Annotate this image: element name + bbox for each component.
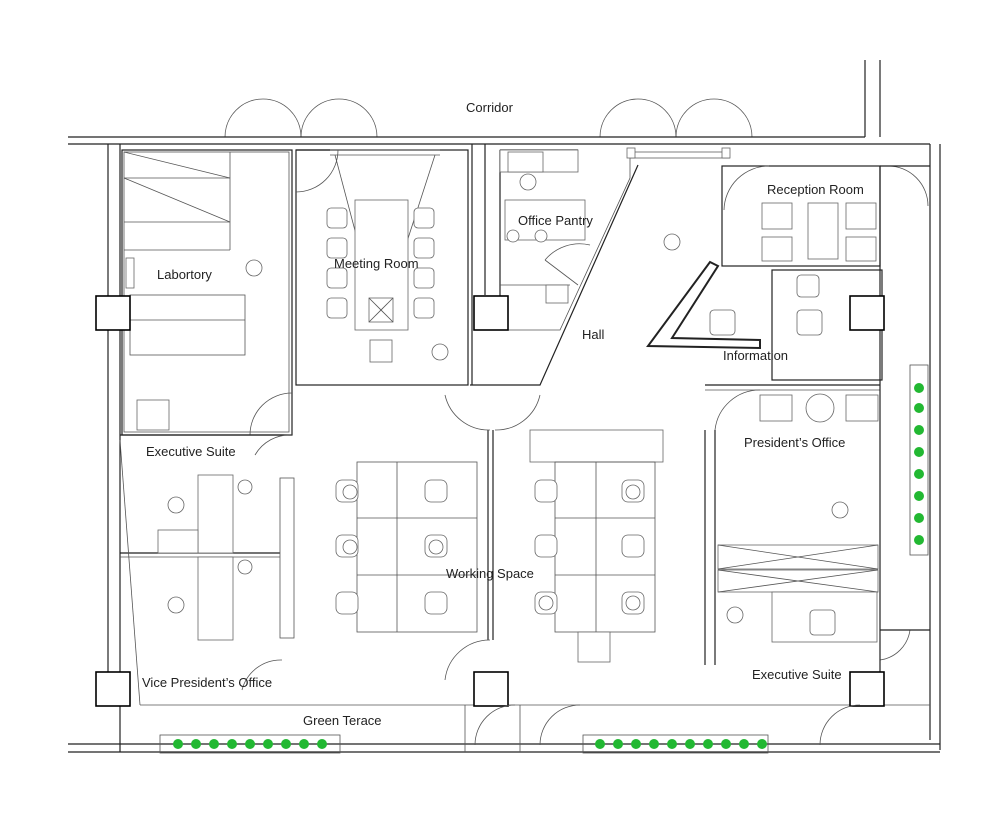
label-presidents-office: President’s Office [744,435,845,450]
left-suites [119,434,295,706]
plant-icons [173,383,924,749]
label-vice-presidents-office: Vice President’s Office [142,675,272,690]
information-desk [646,260,883,381]
hall-entrance [626,147,731,159]
laboratory-room [121,149,293,436]
label-green-terrace: Green Terace [303,713,382,728]
meeting-room [295,149,469,386]
green-terrace [159,704,861,754]
label-working-space: Working Space [446,566,534,581]
working-chairs [335,479,645,615]
label-hall: Hall [582,327,605,342]
meeting-chairs [326,207,435,319]
label-executive-suite-right: Executive Suite [752,667,842,682]
person-icons [167,173,849,624]
label-executive-suite-left: Executive Suite [146,444,236,459]
label-information: Information [723,348,788,363]
presidents-office-room [704,389,879,665]
label-office-pantry: Office Pantry [518,213,593,228]
right-planter [879,165,930,700]
office-pantry-room [470,144,639,386]
label-laboratory: Labortory [157,267,212,282]
right-executive-suite-room [771,591,930,661]
column-icons [95,295,885,707]
working-space-area [356,394,664,681]
label-meeting-room: Meeting Room [334,256,419,271]
reception-room [721,165,881,267]
label-reception-room: Reception Room [767,182,864,197]
label-corridor: Corridor [466,100,514,115]
